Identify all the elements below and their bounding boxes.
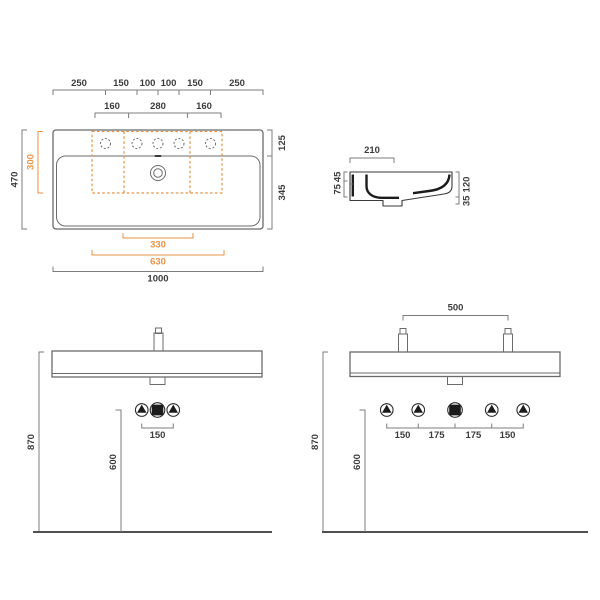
dim-label: 45 — [333, 171, 344, 182]
water-supply-triangle-icon — [168, 404, 178, 413]
faucet-cap-icon — [504, 328, 512, 335]
basin-section-wall — [412, 174, 451, 195]
dim-bottom: 330 630 1000 — [52, 233, 264, 285]
faucet-cap-icon — [399, 328, 407, 335]
water-supply-triangle-icon — [382, 404, 392, 413]
water-supply-triangle-icon — [413, 404, 423, 413]
dim-label: 125 — [277, 134, 288, 151]
dim-right: 125 345 — [267, 129, 288, 230]
faucet-hole-icon — [152, 138, 164, 149]
dim-label: 470 — [10, 172, 21, 188]
basin-section-outline — [349, 171, 453, 207]
dim-label: 160 — [104, 101, 120, 112]
drain-icon — [150, 165, 166, 181]
dim-label: 870 — [310, 434, 321, 450]
dim-label: 100 — [140, 78, 156, 89]
dim-label: 600 — [352, 454, 363, 470]
faucet-hole-icon — [205, 138, 216, 149]
dim-label: 150 — [113, 78, 129, 89]
waste-outlet-square-icon — [449, 404, 461, 416]
dim-label: 150 — [187, 78, 203, 89]
faucet-cap-icon — [155, 327, 162, 334]
dim-label: 150 — [150, 430, 166, 441]
dim-label: 175 — [429, 430, 446, 441]
dim-label: 150 — [500, 430, 516, 441]
faucet-icon — [503, 333, 513, 353]
faucet-hole-icon — [100, 138, 111, 149]
top-view: 250 150 100 100 150 250 160 280 160 470 … — [10, 78, 289, 285]
front-view-double: 500 870 600 150 175 175 150 — [310, 303, 588, 533]
water-supply-triangle-icon — [518, 404, 528, 413]
option-zone-outline — [91, 130, 223, 194]
dim-label: 630 — [150, 257, 166, 268]
option-zones — [91, 130, 223, 194]
water-supply-triangle-icon — [487, 404, 497, 413]
faucet-hole-icon — [131, 138, 143, 149]
dim-label: 160 — [196, 101, 212, 112]
dim-label: 75 — [333, 183, 344, 194]
dim-label: 870 — [26, 434, 37, 450]
dim-label: 1000 — [147, 274, 168, 285]
waste-trap-icon — [149, 377, 166, 385]
basin-outline — [52, 129, 264, 230]
dim-label: 175 — [465, 430, 482, 441]
dim-label: 250 — [229, 78, 245, 89]
dim-label: 210 — [364, 145, 380, 156]
waste-outlet-square-icon — [151, 404, 164, 416]
dim-label: 345 — [277, 184, 288, 201]
dim-label: 300 — [26, 154, 37, 170]
connection-symbols — [134, 402, 181, 418]
dim-label: 250 — [71, 78, 87, 89]
dim-label: 120 — [462, 177, 473, 193]
water-supply-triangle-icon — [137, 404, 147, 413]
basin-section-bowl — [365, 174, 399, 199]
dim-label: 150 — [395, 430, 411, 441]
basin-front-outline — [349, 351, 561, 378]
dim-label: 35 — [462, 195, 473, 206]
faucet-icon — [153, 332, 164, 352]
dim-label: 330 — [150, 240, 166, 251]
faucet-holes — [100, 138, 216, 149]
dim-label: 600 — [108, 454, 119, 470]
faucet-hole-icon — [173, 138, 185, 149]
dim-chain-holes: 250 150 100 100 150 250 — [52, 78, 264, 95]
drain-icon-inner — [153, 168, 163, 178]
overflow-slot-icon — [154, 155, 162, 157]
waste-trap-icon — [447, 376, 463, 385]
front-view-single: 870 600 150 — [26, 327, 272, 533]
dim-label: 500 — [448, 303, 464, 314]
dim-chain-groups: 160 280 160 — [94, 101, 222, 118]
dim-left: 470 300 — [10, 129, 43, 230]
dim-label: 100 — [161, 78, 177, 89]
faucet-icon — [398, 333, 408, 353]
connection-symbols — [379, 402, 531, 418]
dim-label: 280 — [150, 101, 166, 112]
side-view: 210 45 75 120 35 — [333, 145, 473, 207]
